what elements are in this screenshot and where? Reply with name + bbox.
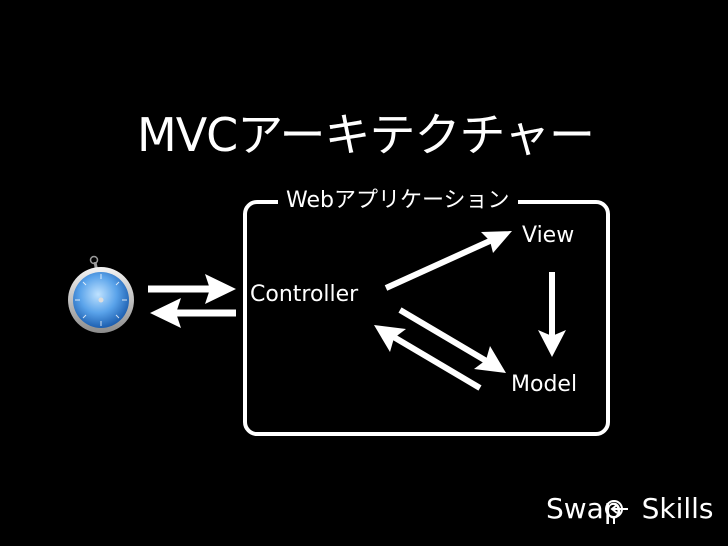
request-arrow xyxy=(148,274,236,304)
controller-node-label: Controller xyxy=(250,281,359,309)
safari-compass-icon xyxy=(68,255,134,333)
brand-right: Skills xyxy=(641,492,714,525)
response-arrow xyxy=(150,298,236,328)
swapskills-logo: Swap Skills xyxy=(546,492,714,526)
brand-left: Swap xyxy=(546,492,622,525)
view-node-label: View xyxy=(522,222,575,250)
swap-arrow-icon xyxy=(605,500,628,524)
controller-to-model-arrow xyxy=(398,307,506,373)
model-node-label: Model xyxy=(511,371,578,399)
slide-title: MVCアーキテクチャー xyxy=(137,108,595,162)
controller-to-view-arrow xyxy=(384,231,512,291)
model-to-controller-arrow xyxy=(374,325,482,391)
view-to-model-arrow xyxy=(538,272,566,357)
web-application-label: Webアプリケーション xyxy=(278,187,518,215)
